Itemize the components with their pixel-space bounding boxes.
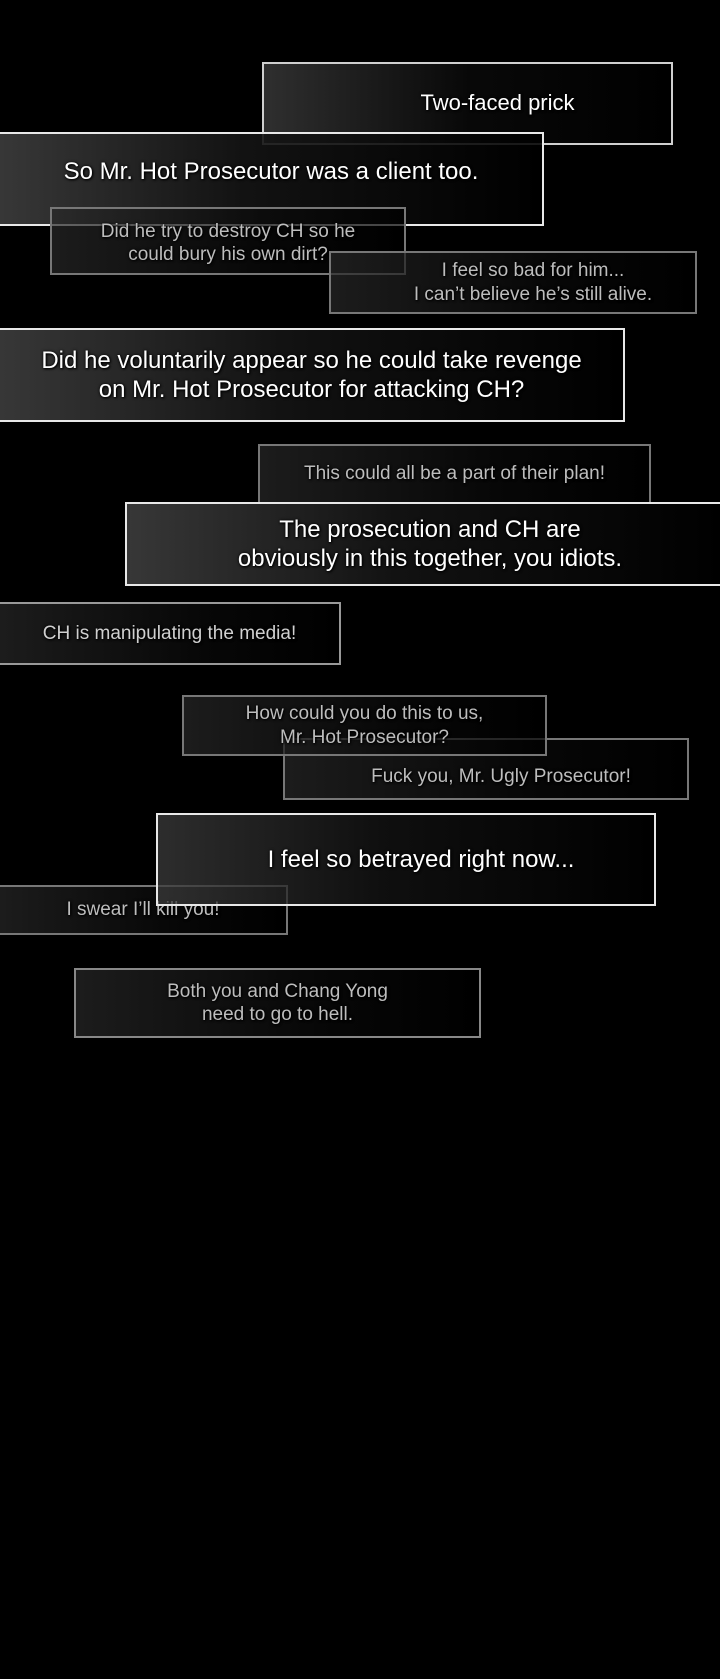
comment-box-prosecution-ch: The prosecution and CH are obviously in … [125,502,720,586]
comment-text: Both you and Chang Yong need to go to he… [167,980,388,1025]
comment-box-feel-bad: I feel so bad for him... I can’t believe… [329,251,697,314]
comment-text: Did he try to destroy CH so he could bur… [100,220,356,265]
comment-box-betrayed: I feel so betrayed right now... [156,813,656,906]
comment-box-their-plan: This could all be a part of their plan! [258,444,651,504]
comment-text: Did he voluntarily appear so he could ta… [41,346,582,403]
comment-text: So Mr. Hot Prosecutor was a client too. [63,158,479,186]
comment-text: This could all be a part of their plan! [303,463,605,485]
comment-text: Two-faced prick [420,90,575,116]
comment-text: I feel so betrayed right now... [267,845,575,873]
comment-text: CH is manipulating the media! [42,622,297,644]
comment-box-two-faced: Two-faced prick [262,62,673,145]
comment-text: Fuck you, Mr. Ugly Prosecutor! [371,766,631,788]
comment-box-how-could-you: How could you do this to us, Mr. Hot Pro… [182,695,547,756]
comment-text: I feel so bad for him... I can’t believe… [413,260,653,305]
comment-box-revenge: Did he voluntarily appear so he could ta… [0,328,625,422]
comment-box-media: CH is manipulating the media! [0,602,341,665]
comment-text: The prosecution and CH are obviously in … [237,515,623,572]
comment-box-go-to-hell: Both you and Chang Yong need to go to he… [74,968,481,1038]
comment-text: How could you do this to us, Mr. Hot Pro… [245,703,484,748]
